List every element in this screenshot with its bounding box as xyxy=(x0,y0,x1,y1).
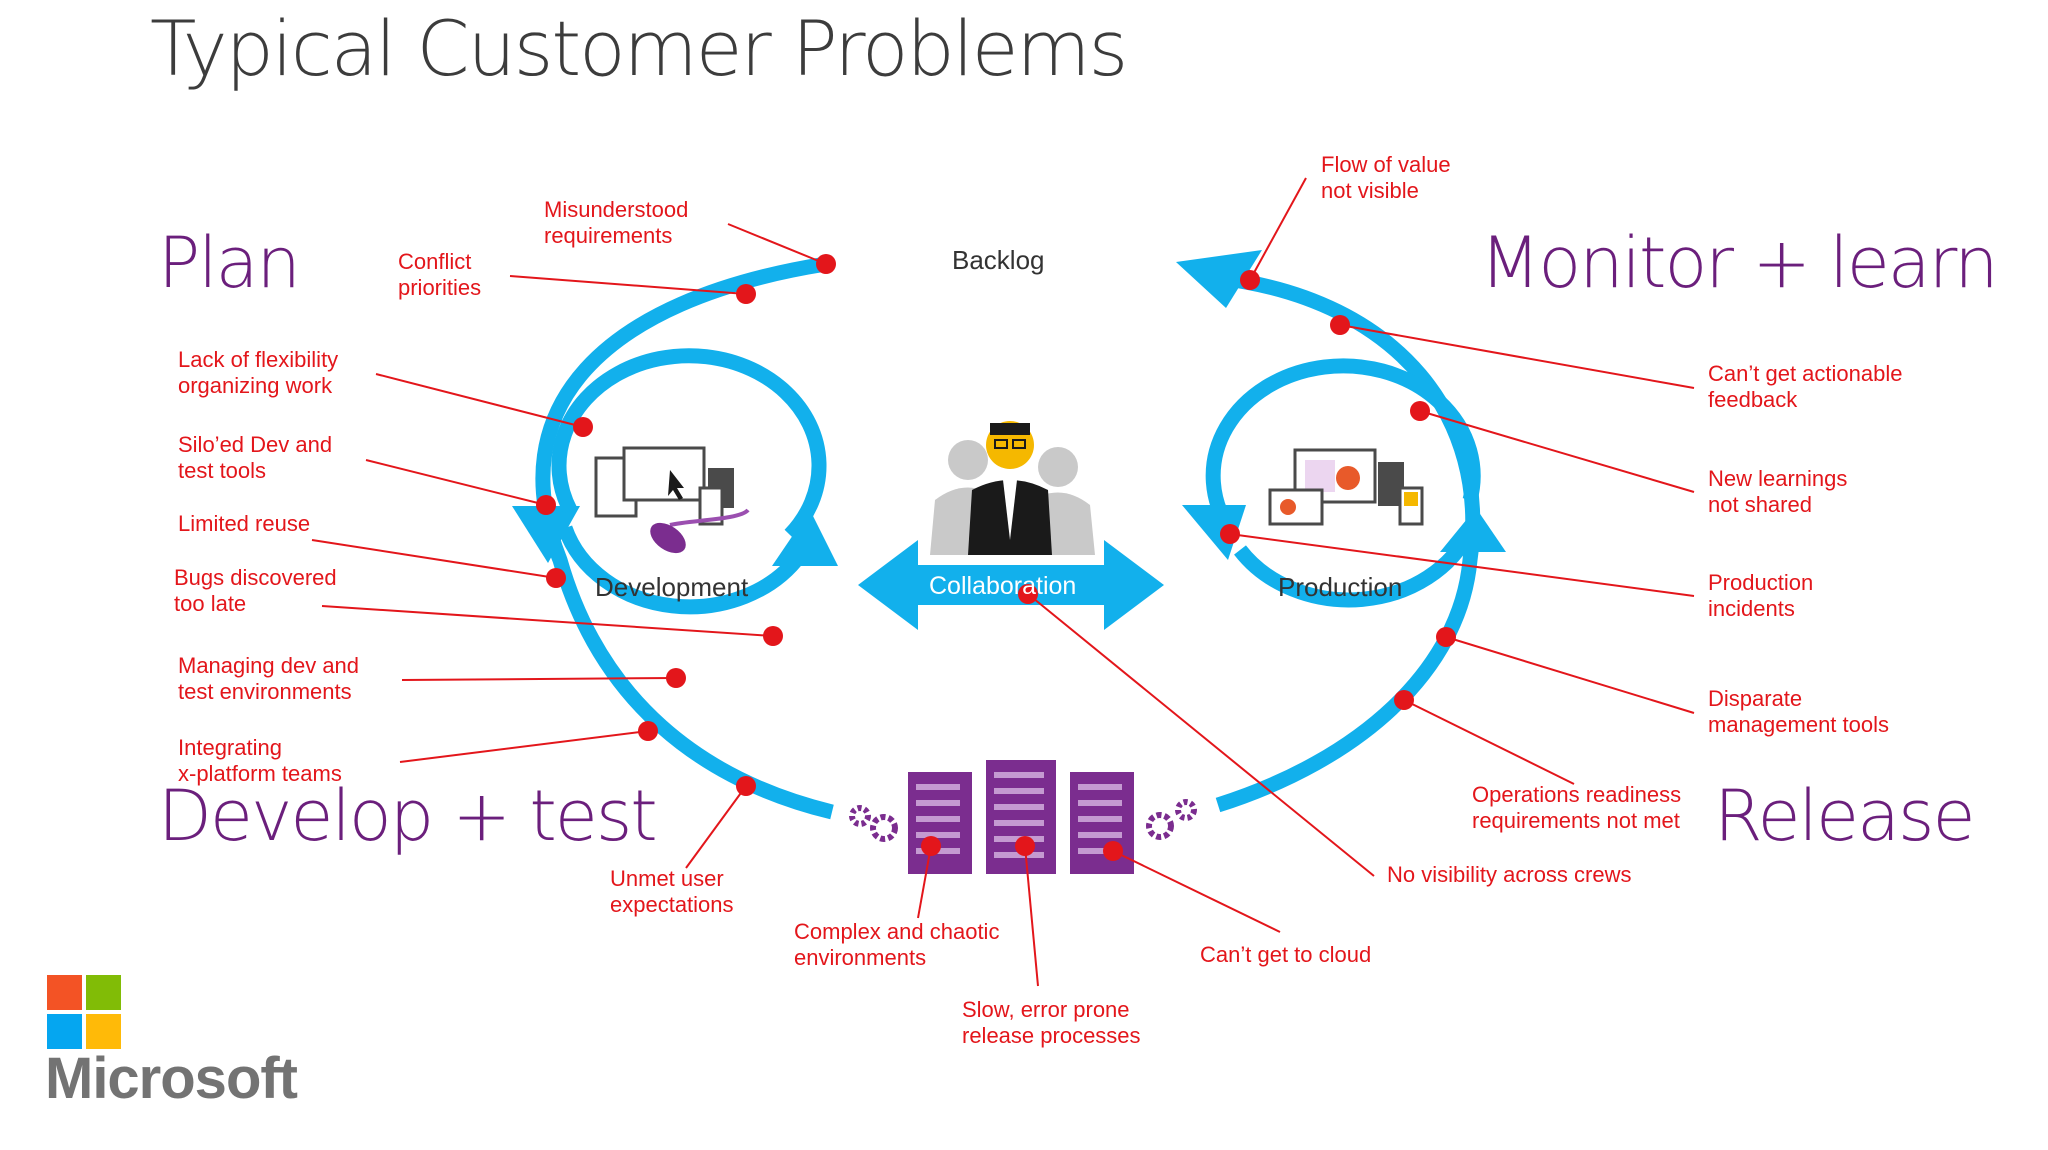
leader-lines xyxy=(311,177,1695,987)
development-inner-arc xyxy=(551,348,827,541)
outer-right-arc xyxy=(1215,270,1481,813)
problem-learnings: New learnings not shared xyxy=(1708,466,1848,517)
development-arrowhead xyxy=(772,510,838,566)
microsoft-logo-mark xyxy=(47,975,121,1049)
problem-dots xyxy=(536,254,1456,861)
problem-disparate: Disparate management tools xyxy=(1708,686,1889,737)
problem-visibility: No visibility across crews xyxy=(1387,862,1632,887)
problem-unmet: Unmet user expectations xyxy=(610,866,734,917)
production-inner-arc xyxy=(1205,358,1481,535)
stage-plan: Plan xyxy=(158,222,301,304)
node-collaboration: Collaboration xyxy=(929,572,1077,600)
problem-flexibility: Lack of flexibility organizing work xyxy=(178,347,339,398)
outer-left-arc xyxy=(535,256,834,820)
problem-misunderstood: Misunderstood requirements xyxy=(544,197,689,248)
problem-bugs: Bugs discovered too late xyxy=(174,565,337,616)
gear-icon xyxy=(849,805,898,842)
collaboration-arrow xyxy=(858,540,1164,630)
outer-right-arrowhead xyxy=(1176,250,1262,308)
problem-conflict: Conflict priorities xyxy=(398,249,482,300)
problem-managing: Managing dev and test environments xyxy=(178,653,360,704)
production-arrowhead xyxy=(1182,505,1246,560)
stage-monitor-learn: Monitor + learn xyxy=(1480,222,1999,304)
problem-reuse: Limited reuse xyxy=(178,511,311,536)
production-arrowhead-right xyxy=(1440,508,1506,552)
page-title: Typical Customer Problems xyxy=(150,4,1128,93)
node-development: Development xyxy=(595,572,749,602)
node-backlog: Backlog xyxy=(952,245,1045,275)
problem-siloed: Silo’ed Dev and test tools xyxy=(178,432,333,483)
gear-icon xyxy=(1146,799,1197,840)
problem-complex: Complex and chaotic environments xyxy=(794,919,1000,970)
problem-slow: Slow, error prone release processes xyxy=(962,997,1141,1048)
microsoft-logo-text: Microsoft xyxy=(45,1046,298,1111)
problem-operations: Operations readiness requirements not me… xyxy=(1472,782,1682,833)
stage-develop-test: Develop + test xyxy=(158,775,658,857)
problem-integrating: Integrating x-platform teams xyxy=(178,735,342,786)
outer-left-arrowhead xyxy=(512,506,580,563)
problem-cloud: Can’t get to cloud xyxy=(1200,942,1372,967)
problem-incidents: Production incidents xyxy=(1708,570,1814,621)
people-icon xyxy=(930,421,1095,555)
development-devices-icon xyxy=(594,446,750,554)
problem-flow: Flow of value not visible xyxy=(1321,152,1451,203)
node-production: Production xyxy=(1278,572,1403,602)
stage-release: Release xyxy=(1714,775,1976,857)
production-dashboard-icon xyxy=(1268,448,1424,526)
problem-feedback: Can’t get actionable feedback xyxy=(1708,361,1903,412)
